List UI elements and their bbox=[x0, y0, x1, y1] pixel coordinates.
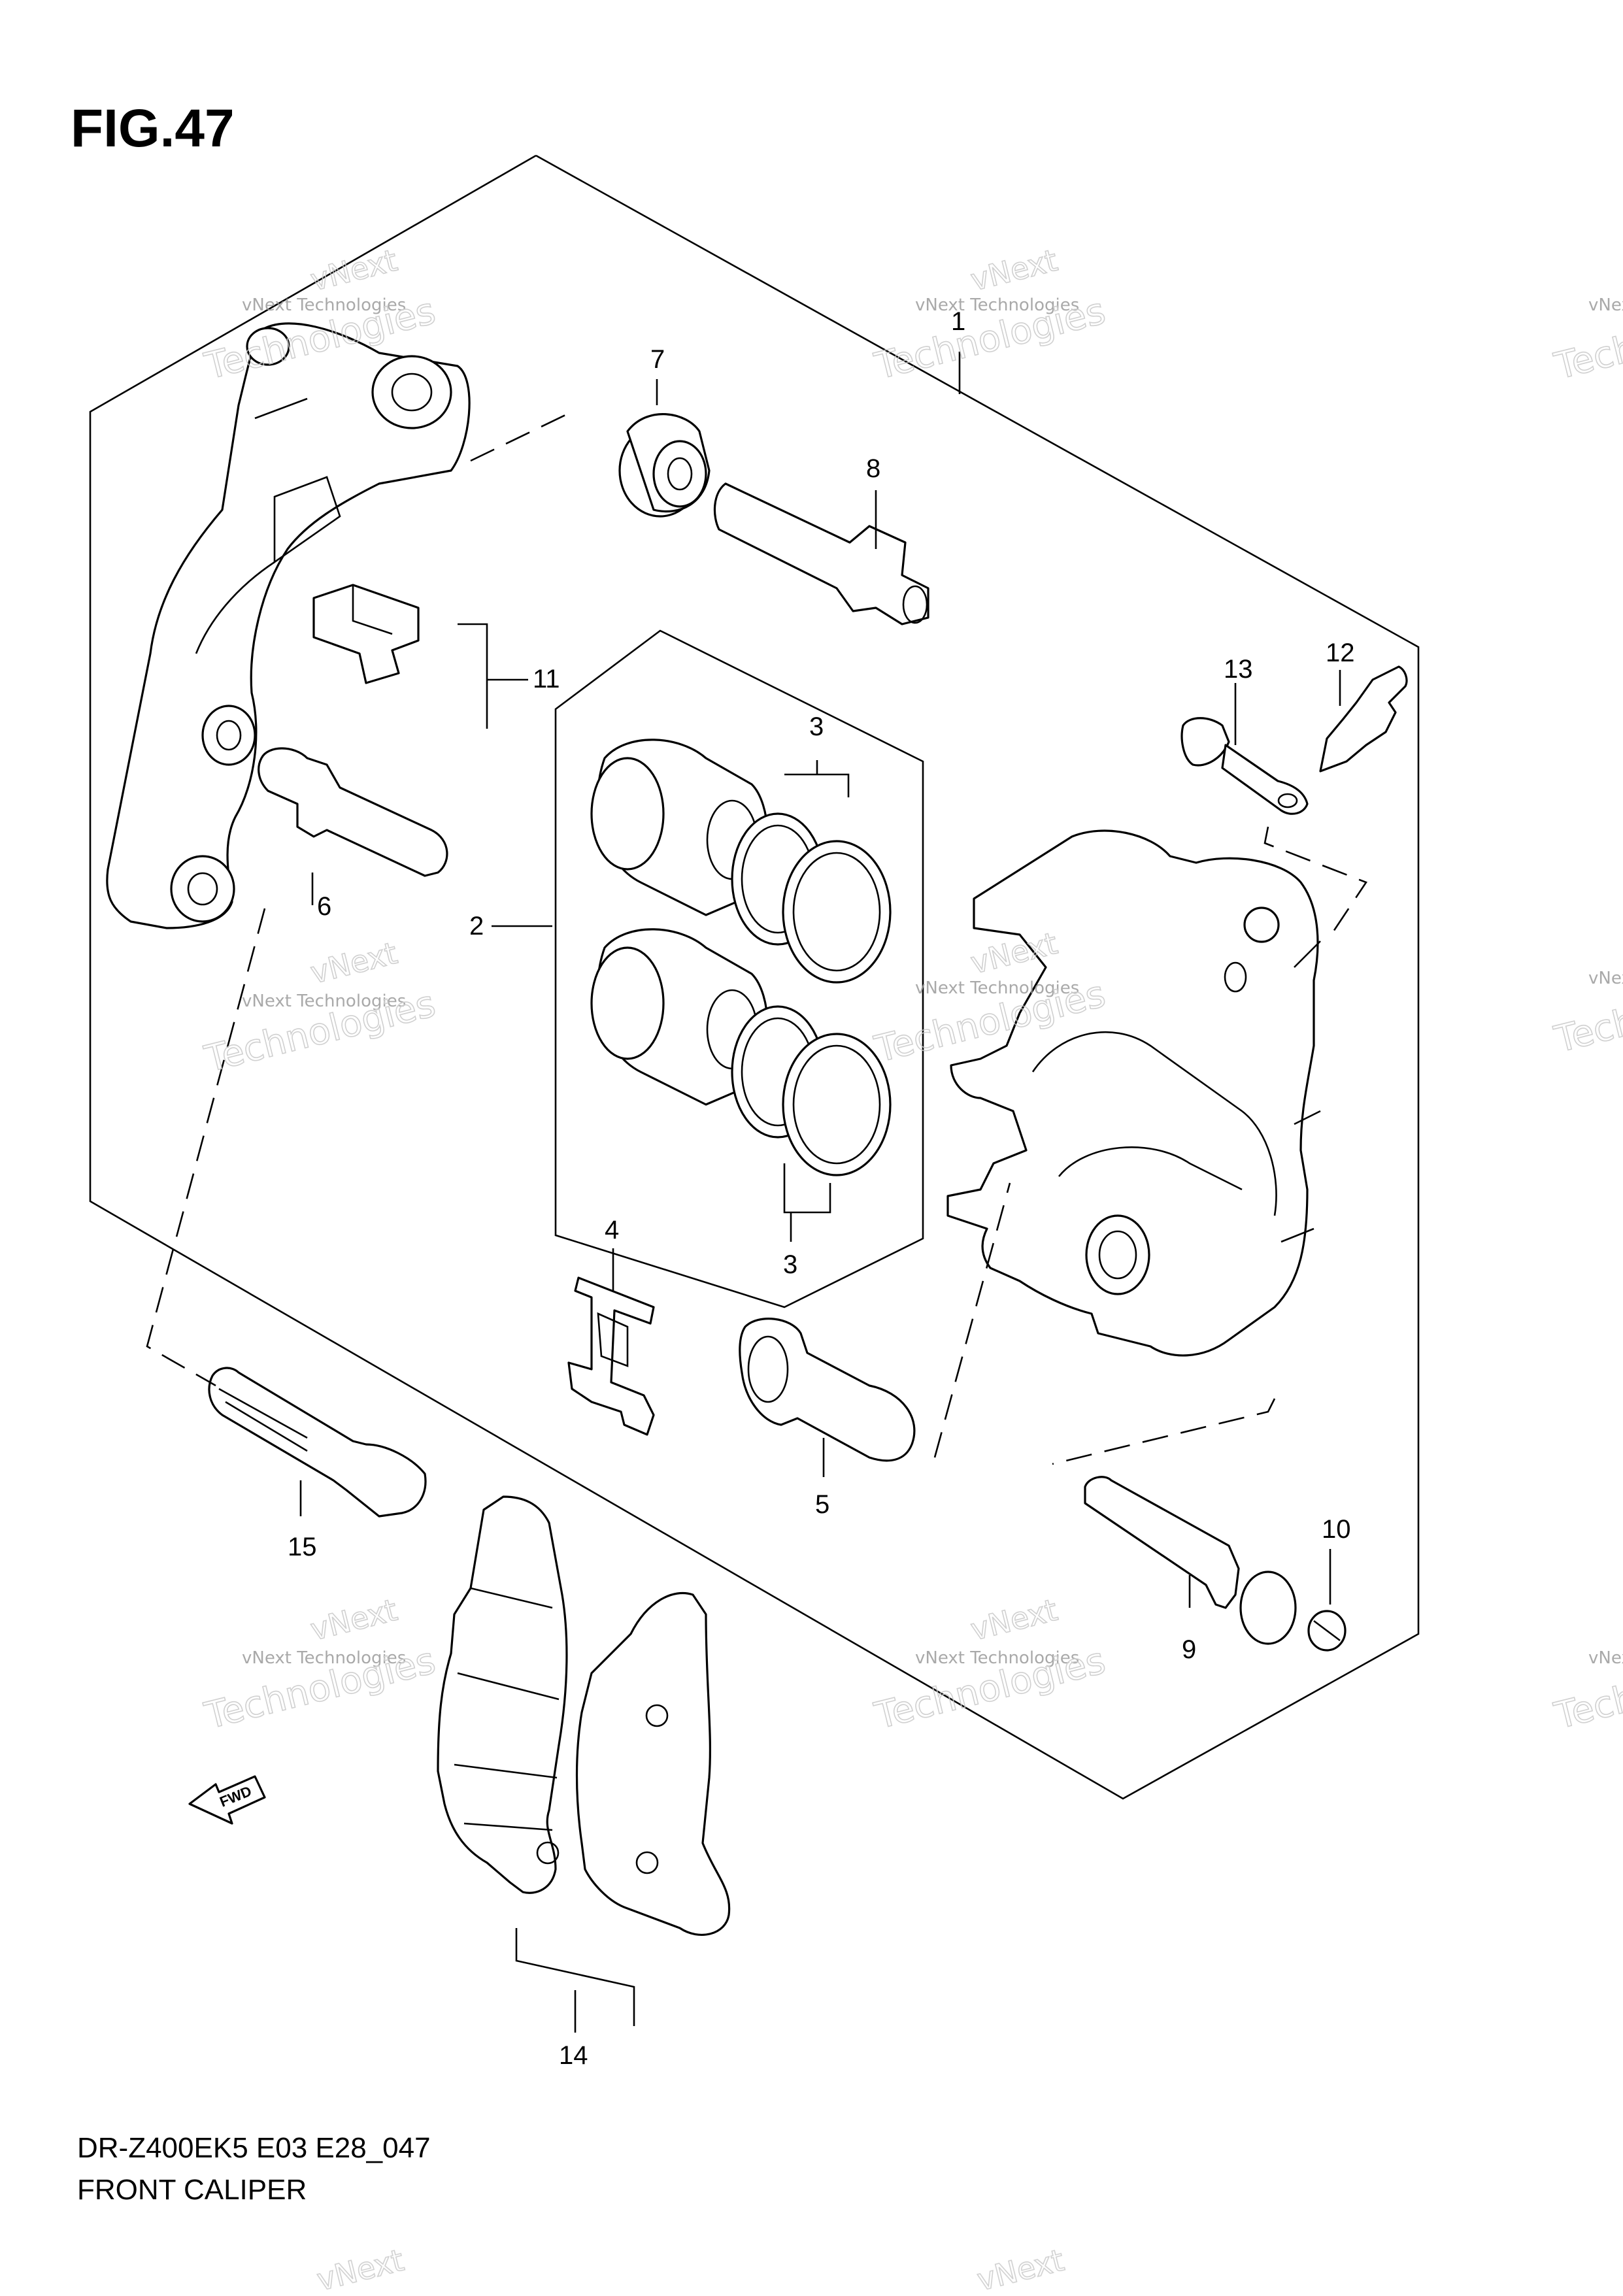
callout-5: 5 bbox=[815, 1490, 829, 1519]
watermark-text: vNext Technologies bbox=[1588, 969, 1623, 988]
brake-pad-inner bbox=[575, 1591, 731, 1936]
watermark-text: vNext bbox=[967, 242, 1061, 298]
callout-10: 10 bbox=[1322, 1515, 1351, 1544]
piston-seal-set-upper bbox=[731, 812, 892, 984]
callout-15: 15 bbox=[288, 1533, 317, 1561]
caliper-assembly-outline bbox=[89, 154, 1420, 1800]
pad-spring-clip bbox=[312, 584, 420, 684]
watermark-text: vNext bbox=[314, 2242, 407, 2296]
callout-11: 11 bbox=[533, 665, 560, 693]
watermark-right-edge: vNext Technologies Technologies vNext Te… bbox=[1550, 290, 1623, 1739]
watermark-text: vNext bbox=[307, 935, 401, 991]
watermark-layer: vNext Technologies vNext Technologies vN… bbox=[200, 242, 1623, 2296]
watermark-text: vNext bbox=[967, 1592, 1061, 1648]
watermark-text: vNext bbox=[974, 2242, 1067, 2296]
callout-3-lower: 3 bbox=[783, 1250, 797, 1279]
piston-group-outline bbox=[554, 629, 924, 1308]
model-code: DR-Z400EK5 E03 E28_047 bbox=[77, 2132, 431, 2164]
callout-labels: 1 2 3 3 4 5 6 7 8 9 10 11 12 13 14 15 bbox=[288, 307, 1355, 2070]
figure-title: FIG.47 bbox=[71, 99, 235, 158]
boot bbox=[618, 413, 711, 518]
caliper-plug bbox=[1307, 1610, 1347, 1652]
callout-7: 7 bbox=[650, 345, 665, 374]
slide-pin-upper bbox=[713, 482, 929, 625]
watermark-text: vNext bbox=[307, 242, 401, 298]
watermark-top-center: vNext Technologies vNext Technologies bbox=[870, 242, 1110, 389]
callout-2: 2 bbox=[469, 912, 484, 940]
piston-lower bbox=[590, 928, 769, 1106]
watermark-text: vNext bbox=[307, 1592, 401, 1648]
callout-8: 8 bbox=[866, 454, 880, 483]
bleeder-cap bbox=[1180, 717, 1309, 815]
watermark-text: vNext Technologies bbox=[915, 978, 1079, 998]
callout-4: 4 bbox=[605, 1216, 619, 1244]
caliper-pin bbox=[1084, 1476, 1297, 1645]
fwd-arrow-icon: FWD bbox=[188, 1775, 266, 1825]
watermark-low-left: vNext Technologies vNext Technologies bbox=[200, 1591, 440, 1739]
pad-mounting-pin bbox=[739, 1318, 916, 1462]
watermark-text: vNext Technologies bbox=[1588, 295, 1623, 315]
pad-spring bbox=[567, 1276, 655, 1436]
watermark-text: vNext Technologies bbox=[242, 295, 406, 315]
callout-6: 6 bbox=[317, 892, 331, 921]
callout-1: 1 bbox=[951, 307, 965, 336]
watermark-low-center: vNext Technologies vNext Technologies bbox=[870, 1591, 1110, 1739]
callout-12: 12 bbox=[1326, 639, 1355, 667]
callout-13: 13 bbox=[1224, 655, 1253, 684]
callout-9: 9 bbox=[1182, 1635, 1196, 1664]
caliper-bracket bbox=[106, 322, 471, 929]
watermark-text: vNext Technologies bbox=[915, 295, 1079, 315]
callout-3-upper: 3 bbox=[809, 712, 824, 741]
watermark-text: vNext Technologies bbox=[242, 991, 406, 1011]
callout-14: 14 bbox=[559, 2041, 588, 2070]
watermark-text: vNext Technologies bbox=[242, 1648, 406, 1668]
diagram-name: FRONT CALIPER bbox=[77, 2174, 307, 2206]
caliper-body bbox=[946, 829, 1321, 1357]
watermark-mid-left: vNext Technologies vNext Technologies bbox=[200, 935, 440, 1082]
brake-pad-outer bbox=[437, 1495, 568, 1894]
slide-pin-lower bbox=[258, 747, 448, 877]
watermark-text: vNext Technologies bbox=[915, 1648, 1079, 1668]
bleeder-valve bbox=[1319, 665, 1408, 773]
leader-lines bbox=[146, 352, 1367, 2033]
piston-seal-set-lower bbox=[731, 1005, 892, 1176]
watermark-bottom: vNext vNext bbox=[313, 2242, 1068, 2296]
caliper-mounting-bolt bbox=[208, 1367, 427, 1518]
watermark-text: vNext Technologies bbox=[1588, 1648, 1623, 1668]
